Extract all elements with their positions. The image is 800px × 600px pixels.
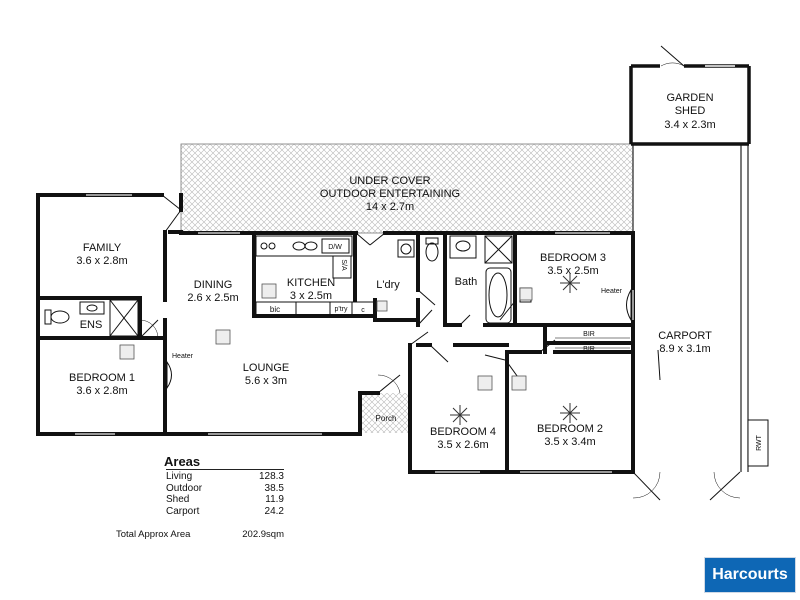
heater-icons (166, 288, 632, 390)
outdoor-entertaining-area (180, 143, 634, 234)
porch-area (362, 393, 409, 433)
ensuite-label: ENS (80, 319, 103, 331)
bedroom3-size: 3.5 x 2.5m (547, 265, 598, 277)
family-label: FAMILY (83, 242, 122, 254)
area-label: Shed (166, 494, 190, 505)
bir-label-2: BIR (583, 346, 595, 353)
area-row: Shed 11.9 (166, 494, 284, 506)
outdoor-size: 14 x 2.7m (366, 201, 414, 213)
laundry-fixtures (397, 237, 439, 262)
bedroom2-label: BEDROOM 2 (537, 423, 603, 435)
porch-label: Porch (376, 414, 397, 423)
carport-label: CARPORT (658, 330, 712, 342)
bedroom1-size: 3.6 x 2.8m (76, 385, 127, 397)
bedroom3-label: BEDROOM 3 (540, 252, 606, 264)
area-label: Outdoor (166, 482, 203, 494)
garden-shed-label-1: GARDEN (666, 92, 713, 104)
family-size: 3.6 x 2.8m (76, 255, 127, 267)
outdoor-label-1: UNDER COVER (349, 175, 430, 187)
kitchen-label: KITCHEN (287, 277, 335, 289)
cupboard-label: c (361, 307, 365, 314)
area-label: Living (166, 471, 193, 482)
bic-label: bic (270, 305, 280, 314)
total-area-label: Total Approx Area (116, 529, 191, 540)
bir-label-1: BIR (583, 331, 595, 338)
heater-bed3-label: Heater (601, 288, 623, 295)
outdoor-label-2: OUTDOOR ENTERTAINING (320, 188, 460, 200)
ceiling-fan-icons (450, 273, 580, 425)
total-area-value: 202.9sqm (242, 529, 284, 540)
garden-shed-size: 3.4 x 2.3m (664, 119, 715, 131)
bedroom1-label: BEDROOM 1 (69, 372, 135, 384)
garden-shed-label-2: SHED (675, 105, 706, 117)
lounge-size: 5.6 x 3m (245, 375, 287, 387)
area-value: 38.5 (264, 482, 284, 494)
garden-shed-walls (629, 64, 751, 146)
area-row: Outdoor 38.5 (166, 483, 284, 495)
areas-rows: Living 128.3 Outdoor 38.5 Shed 11.9 Carp… (166, 469, 284, 517)
doors (139, 194, 741, 501)
dining-label: DINING (194, 279, 233, 291)
bath-label: Bath (455, 276, 478, 288)
bedroom2-size: 3.5 x 3.4m (544, 436, 595, 448)
lounge-label: LOUNGE (243, 362, 289, 374)
carport-outline (632, 143, 749, 472)
area-value: 24.2 (264, 505, 284, 517)
heater-lounge-label: Heater (172, 353, 194, 360)
kitchen-benches (255, 235, 375, 316)
dishwasher-label: D/W (328, 244, 342, 251)
sa-label: S/A (340, 259, 347, 271)
rainwater-tank (747, 419, 769, 467)
area-row: Carport 24.2 (166, 506, 284, 518)
area-label: Carport (166, 505, 200, 517)
kitchen-size: 3 x 2.5m (290, 290, 332, 302)
ensuite-fixtures (44, 299, 139, 337)
rwt-label: RWT (756, 434, 763, 451)
shed-door (660, 45, 685, 67)
total-area-row: Total Approx Area 202.9sqm (116, 529, 284, 540)
dining-size: 2.6 x 2.5m (187, 292, 238, 304)
bir-doors (555, 337, 630, 349)
pantry-label: p'try (334, 306, 348, 313)
harcourts-logo: Harcourts (705, 558, 795, 592)
light-symbols (119, 283, 533, 391)
area-value: 11.9 (265, 494, 284, 505)
windows (75, 194, 634, 473)
bedroom4-label: BEDROOM 4 (430, 426, 496, 438)
area-row: Living 128.3 (166, 471, 284, 483)
area-value: 128.3 (258, 471, 284, 482)
areas-title: Areas (164, 454, 201, 469)
carport-size: 8.9 x 3.1m (659, 343, 710, 355)
areas-table: Areas Living 128.3 Outdoor 38.5 Shed 11.… (116, 454, 284, 540)
laundry-label: L'dry (376, 279, 400, 291)
bedroom4-size: 3.5 x 2.6m (437, 439, 488, 451)
